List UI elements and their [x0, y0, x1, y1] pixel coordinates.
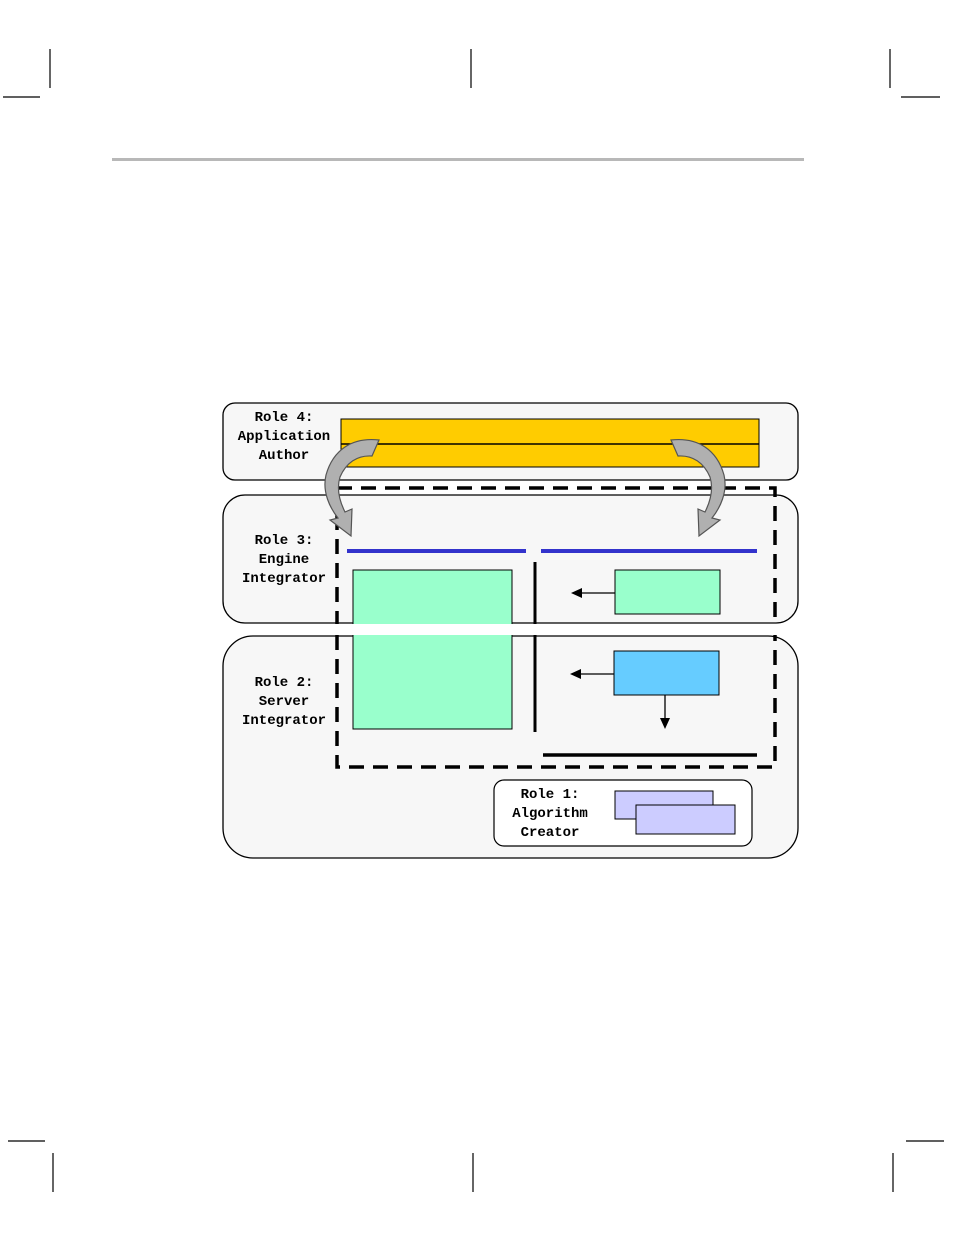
role1-label-line2: Algorithm: [512, 806, 588, 822]
header-rule: [112, 158, 804, 161]
arrow-down-icon: [660, 695, 670, 729]
curved-arrow-icon: [670, 438, 726, 538]
role1-label-line3: Creator: [521, 825, 580, 841]
role4-label-line3: Author: [259, 448, 309, 464]
engine-block: [352, 569, 513, 730]
role3-label-line2: Engine: [259, 552, 309, 568]
algorithm-block-front: [635, 804, 736, 835]
role4-label-line1: Role 4:: [255, 410, 314, 426]
gap-band-left: [330, 624, 539, 635]
arrow-left-icon: [570, 669, 614, 679]
role4-label-line2: Application: [238, 429, 330, 445]
arrow-left-icon: [571, 588, 615, 598]
role2-label-line3: Integrator: [242, 713, 326, 729]
engine-component-box: [614, 569, 721, 615]
gap-band-right: [569, 624, 777, 635]
crop-marks: [3, 49, 944, 1192]
role1-label-line1: Role 1:: [521, 787, 580, 803]
curved-arrow-icon: [324, 438, 380, 538]
role2-label-line1: Role 2:: [255, 675, 314, 691]
role3-label-line1: Role 3:: [255, 533, 314, 549]
role2-label-line2: Server: [259, 694, 309, 710]
role3-label-line3: Integrator: [242, 571, 326, 587]
server-component-box: [613, 650, 720, 696]
